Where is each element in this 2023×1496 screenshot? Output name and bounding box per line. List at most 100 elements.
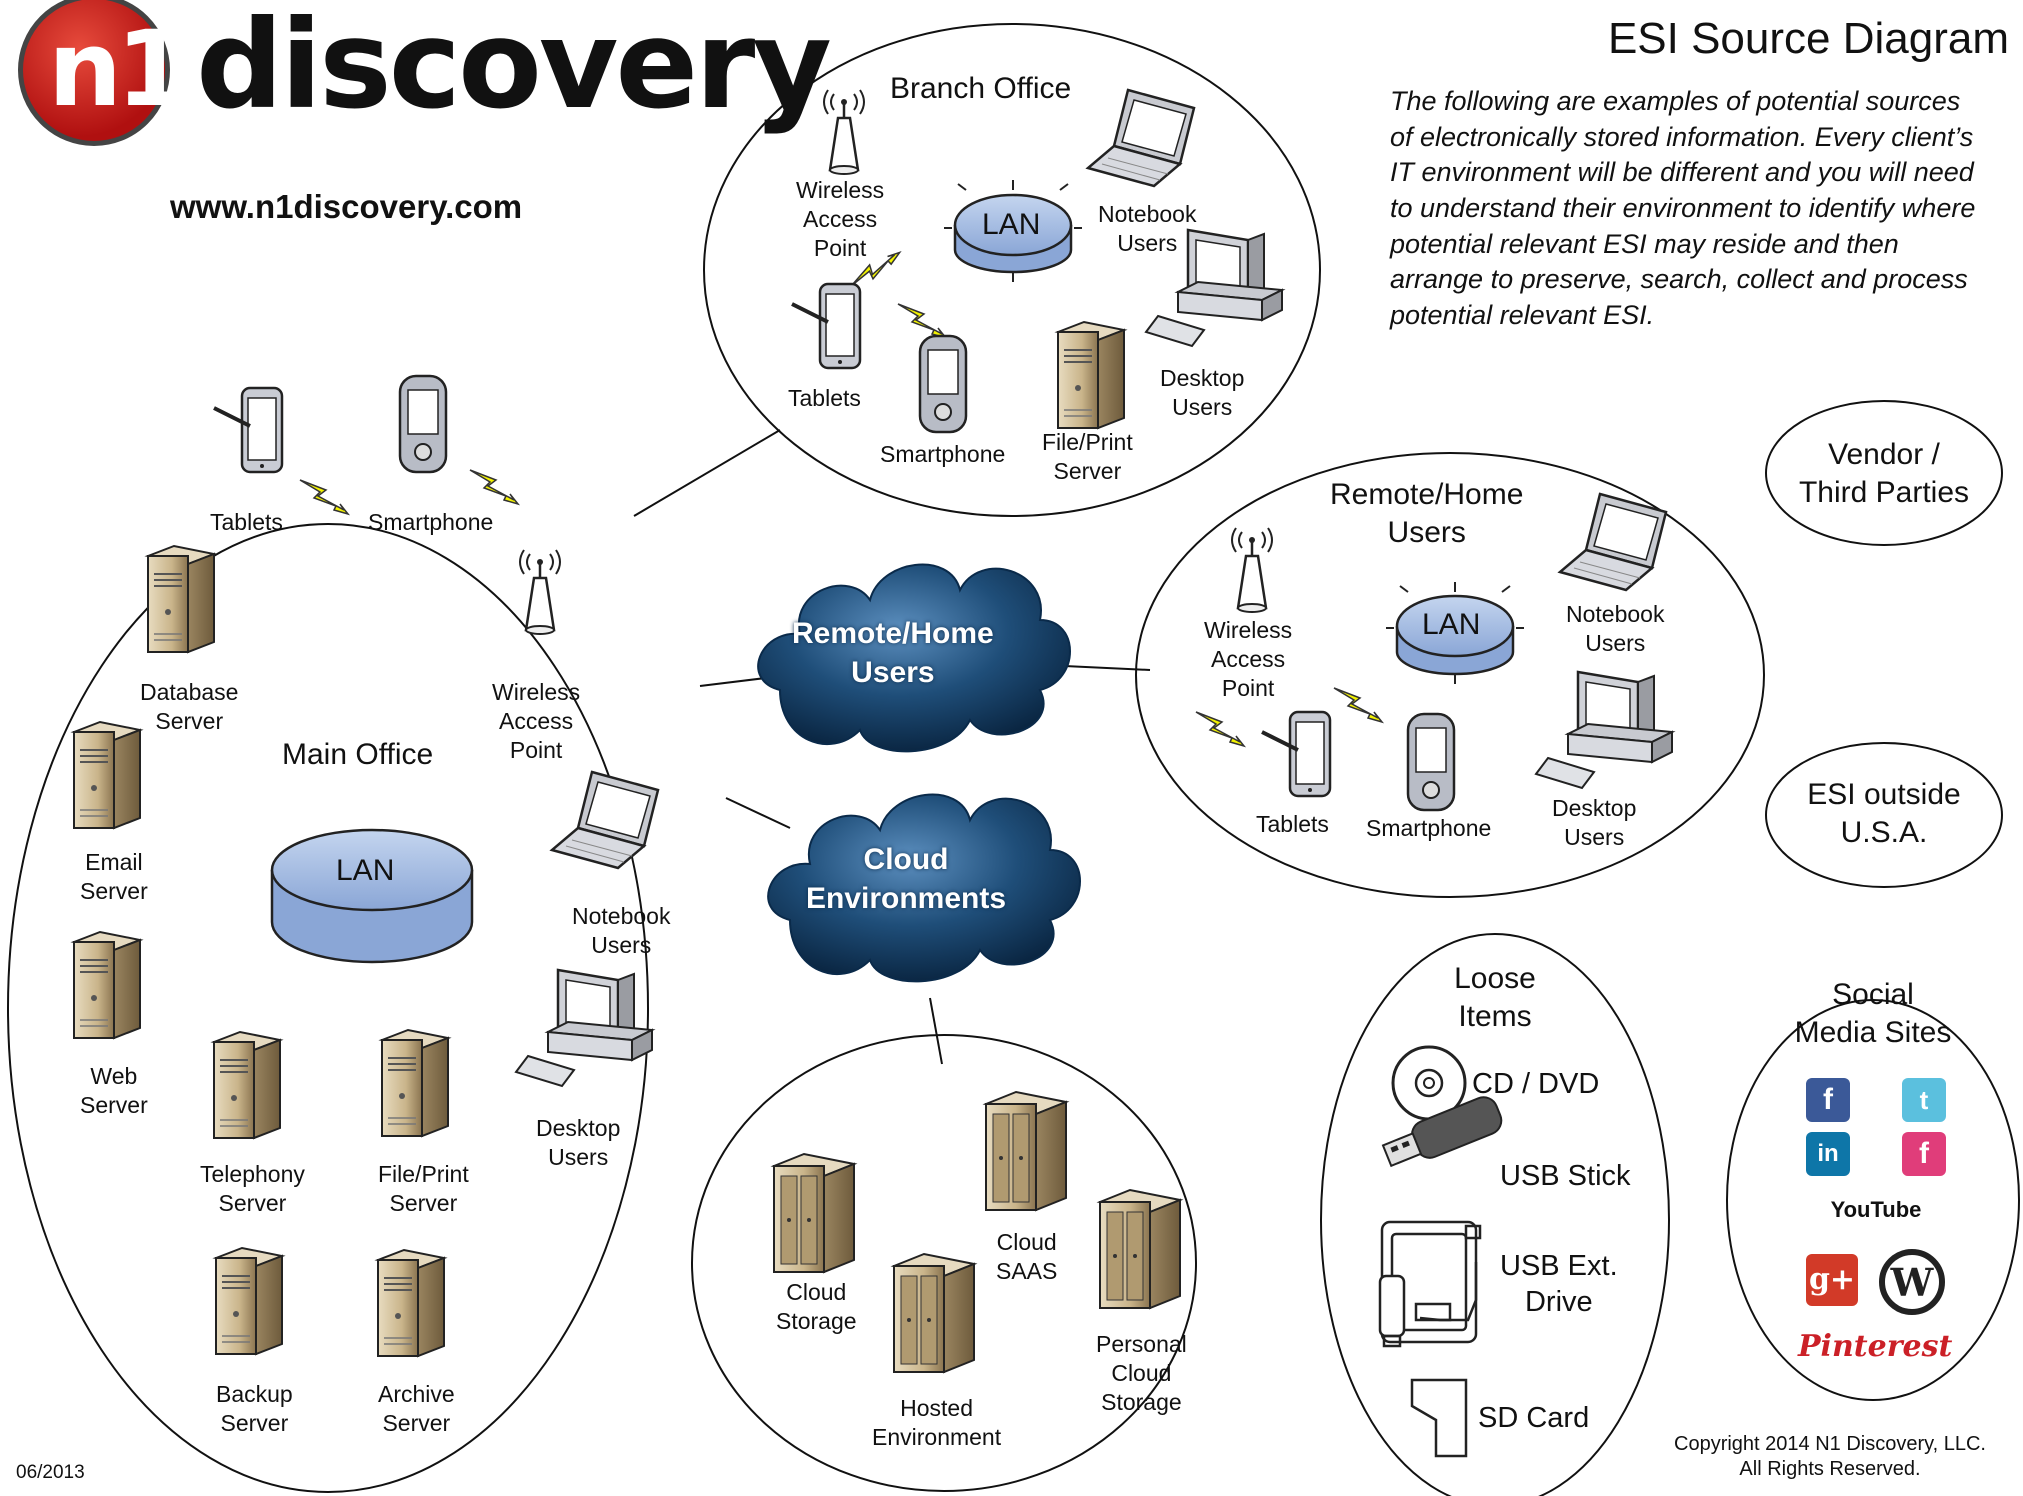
youtube-text: YouTube — [1830, 1197, 1922, 1222]
googleplus-text: g+ — [1808, 1262, 1856, 1297]
flickr-icon[interactable]: f — [1902, 1132, 1946, 1176]
main-file-print-server-label: File/Print Server — [378, 1161, 469, 1216]
telephony-server-icon — [213, 1031, 281, 1139]
usb-stick-icon — [1381, 1096, 1503, 1168]
remote-phone-bolt-icon — [1333, 687, 1383, 723]
remote-tablet-icon — [1260, 710, 1332, 798]
googleplus-icon[interactable]: g+ — [1806, 1254, 1858, 1306]
copyright-text: Copyright 2014 N1 Discovery, LLC. All Ri… — [1674, 1433, 1986, 1480]
archive-server-label: Archive Server — [378, 1381, 455, 1436]
loose-items-ellipse — [1320, 933, 1670, 1496]
svg-text:W: W — [1890, 1260, 1935, 1305]
logo-mark: n1 — [48, 8, 188, 130]
cloud-saas-icon — [985, 1091, 1067, 1211]
main-phone-bolt-icon — [469, 469, 519, 505]
main-wap-icon — [518, 548, 562, 636]
backup-server-label: Backup Server — [216, 1381, 293, 1436]
main-tablet-icon — [212, 386, 284, 474]
intro-text: The following are examples of potential … — [1390, 86, 1976, 330]
main-wap-label: Wireless Access Point — [492, 679, 581, 763]
remote-desktop-icon — [1534, 670, 1674, 790]
email-server-label: Email Server — [80, 849, 148, 904]
email-server-icon — [73, 721, 141, 829]
cloud-environments-shape — [767, 793, 1081, 983]
main-lan-icon — [270, 828, 474, 964]
main-smartphone-label: Smartphone — [368, 509, 494, 535]
youtube-icon[interactable]: YouTube — [1826, 1190, 1926, 1230]
personal-cloud-storage-label: Personal Cloud Storage — [1096, 1331, 1187, 1415]
branch-tablet-icon — [790, 282, 862, 370]
branch-tablets-label: Tablets — [788, 385, 861, 411]
web-server-label: Web Server — [80, 1063, 148, 1118]
branch-lan-icon — [944, 180, 1082, 282]
branch-phone-bolt-icon — [897, 303, 947, 339]
branch-file-print-server-label: File/Print Server — [1042, 429, 1133, 484]
cloud-environments-label: Cloud Environments — [806, 843, 1007, 915]
remote-desktop-label: Desktop Users — [1552, 795, 1637, 850]
database-server-label: Database Server — [140, 679, 239, 734]
linkedin-icon[interactable]: in — [1806, 1132, 1850, 1176]
personal-cloud-storage-icon — [1099, 1189, 1181, 1309]
sd-card-label: SD Card — [1478, 1402, 1590, 1434]
twitter-icon[interactable]: t — [1902, 1078, 1946, 1122]
social-media-ellipse — [1726, 999, 2020, 1401]
esi-outside-label: ESI outside U.S.A. — [1807, 778, 1961, 849]
remote-home-ellipse — [1135, 452, 1765, 898]
usb-ext-drive-label: USB Ext. Drive — [1500, 1250, 1618, 1319]
remote-tablet-bolt-icon — [1195, 711, 1245, 747]
logo-wordmark: discovery — [196, 0, 832, 136]
remote-tablets-label: Tablets — [1256, 811, 1329, 837]
remote-smartphone-label: Smartphone — [1366, 815, 1492, 841]
cloud-storage-label: Cloud Storage — [776, 1279, 857, 1334]
cloud-remote-home-shape — [757, 563, 1071, 753]
branch-file-print-server-icon — [1057, 321, 1125, 429]
main-desktop-label: Desktop Users — [536, 1115, 621, 1170]
branch-lan-label: LAN — [982, 208, 1041, 241]
branch-notebook-icon — [1086, 88, 1196, 188]
database-server-icon — [147, 545, 215, 653]
backup-server-icon — [215, 1247, 283, 1355]
cd-dvd-label: CD / DVD — [1472, 1068, 1600, 1100]
branch-desktop-label: Desktop Users — [1160, 365, 1245, 420]
branch-notebook-label: Notebook Users — [1098, 201, 1197, 256]
cloud-group-ellipse — [691, 1034, 1197, 1492]
logo-badge — [18, 0, 170, 146]
usb-stick-label: USB Stick — [1500, 1160, 1631, 1192]
website-url[interactable]: www.n1discovery.com — [170, 188, 523, 225]
page-title: ESI Source Diagram — [1607, 14, 2009, 63]
vendor-ellipse — [1765, 400, 2003, 546]
branch-office-ellipse — [703, 23, 1321, 517]
telephony-server-label: Telephony Server — [200, 1161, 305, 1216]
remote-lan-icon — [1386, 582, 1524, 684]
main-notebook-label: Notebook Users — [572, 903, 671, 958]
hosted-environment-icon — [893, 1253, 975, 1373]
hosted-environment-label: Hosted Environment — [872, 1395, 1002, 1450]
remote-smartphone-icon — [1406, 712, 1456, 812]
loose-items-title: Loose Items — [1454, 962, 1536, 1033]
remote-lan-label: LAN — [1422, 608, 1481, 641]
main-desktop-icon — [514, 968, 654, 1088]
cloud-remote-home-label: Remote/Home Users — [792, 617, 994, 689]
main-tablet-bolt-icon — [299, 479, 349, 515]
file-print-server-icon — [381, 1029, 449, 1137]
branch-office-title: Branch Office — [890, 72, 1072, 105]
sd-card-icon — [1410, 1378, 1468, 1458]
cloud-saas-label: Cloud SAAS — [996, 1229, 1058, 1284]
main-office-title: Main Office — [282, 738, 434, 771]
remote-notebook-icon — [1558, 492, 1668, 592]
branch-smartphone-label: Smartphone — [880, 441, 1006, 467]
esi-outside-ellipse — [1765, 742, 2003, 888]
pinterest-icon[interactable]: Pinterest — [1798, 1329, 1953, 1364]
main-notebook-icon — [550, 770, 660, 870]
remote-wap-label: Wireless Access Point — [1204, 617, 1293, 701]
branch-smartphone-icon — [918, 334, 968, 434]
date-label: 06/2013 — [16, 1462, 85, 1483]
facebook-icon[interactable]: f — [1806, 1078, 1850, 1122]
remote-wap-icon — [1230, 526, 1274, 614]
vendor-label: Vendor / Third Parties — [1798, 438, 1970, 509]
usb-ext-drive-icon — [1378, 1220, 1482, 1348]
remote-notebook-label: Notebook Users — [1566, 601, 1665, 656]
main-lan-label: LAN — [336, 854, 395, 887]
archive-server-icon — [377, 1249, 445, 1357]
